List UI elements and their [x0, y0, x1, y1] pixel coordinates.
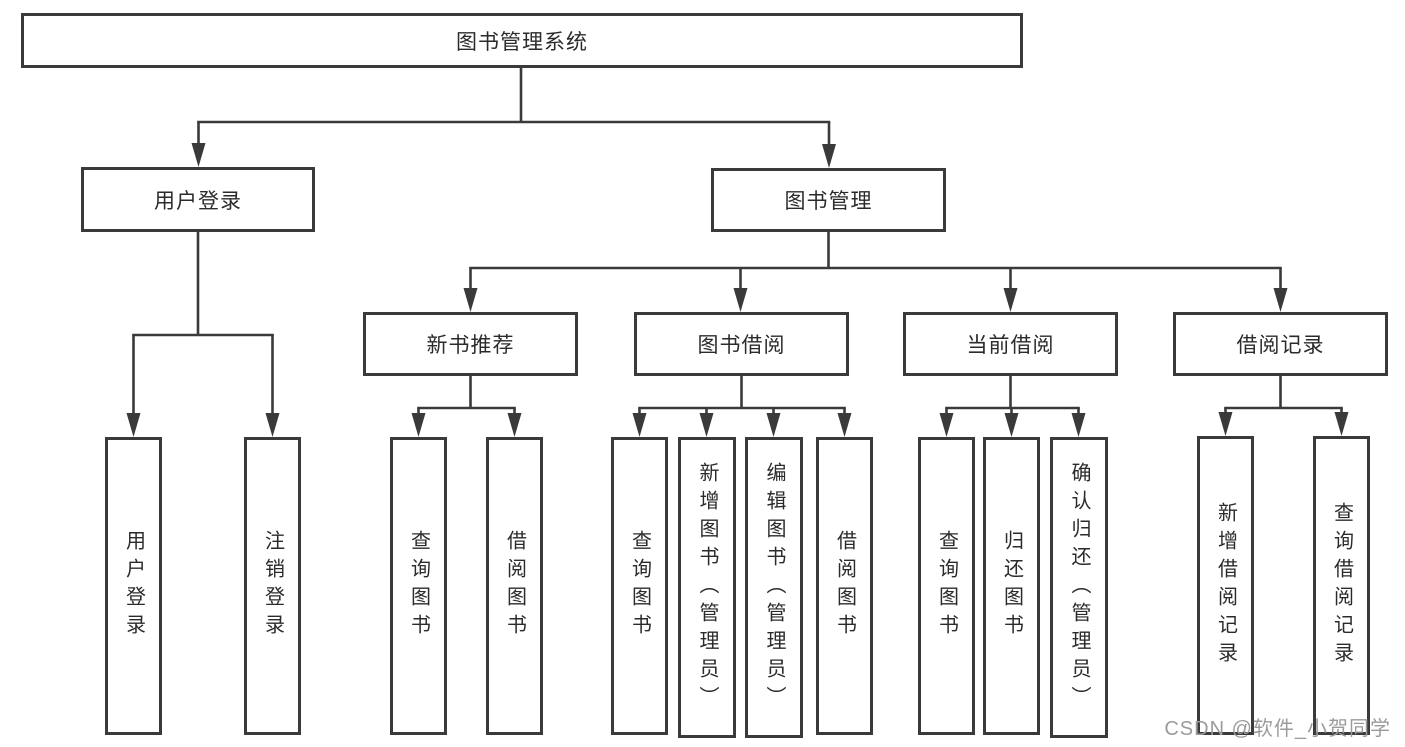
leaf-return-book: 归还图书: [983, 437, 1040, 735]
node-label: 查询图书: [935, 530, 958, 642]
node-label: 新增图书（管理员）: [696, 461, 718, 714]
node-label: 查询借阅记录: [1330, 501, 1353, 670]
node-book-management: 图书管理: [711, 168, 946, 232]
node-label: 图书借阅: [697, 334, 786, 357]
leaf-query-borrow-record: 查询借阅记录: [1313, 436, 1370, 735]
leaf-borrow-books-1: 借阅图书: [486, 437, 543, 735]
node-label: 借阅记录: [1236, 334, 1325, 357]
leaf-logout: 注销登录: [244, 437, 301, 735]
node-label: 图书管理系统: [456, 30, 588, 54]
node-borrow-records: 借阅记录: [1173, 312, 1388, 376]
node-root: 图书管理系统: [21, 13, 1023, 68]
leaf-user-login: 用户登录: [105, 437, 162, 735]
node-label: 当前借阅: [966, 334, 1055, 357]
node-label: 借阅图书: [833, 530, 856, 642]
leaf-edit-book-admin: 编辑图书（管理员）: [745, 437, 803, 738]
watermark: CSDN @软件_小贺同学: [1164, 718, 1391, 740]
leaf-borrow-books-2: 借阅图书: [816, 437, 873, 735]
node-label: 确认归还（管理员）: [1068, 461, 1090, 714]
node-label: 编辑图书（管理员）: [763, 461, 785, 714]
node-label: 归还图书: [1000, 530, 1023, 642]
node-book-borrow: 图书借阅: [634, 312, 849, 376]
node-label: 查询图书: [628, 530, 651, 642]
node-label: 新增借阅记录: [1214, 501, 1237, 670]
node-label: 用户登录: [154, 189, 242, 213]
node-new-book-recommend: 新书推荐: [363, 312, 578, 376]
leaf-add-borrow-record: 新增借阅记录: [1197, 436, 1254, 735]
leaf-confirm-return-admin: 确认归还（管理员）: [1050, 437, 1108, 738]
leaf-query-books-1: 查询图书: [390, 437, 447, 735]
leaf-add-book-admin: 新增图书（管理员）: [678, 437, 736, 738]
node-label: 查询图书: [407, 530, 430, 642]
node-user-login: 用户登录: [81, 167, 315, 232]
node-label: 用户登录: [122, 530, 145, 642]
node-label: 新书推荐: [426, 334, 515, 357]
node-current-borrow: 当前借阅: [903, 312, 1118, 376]
leaf-query-books-3: 查询图书: [918, 437, 975, 735]
node-label: 注销登录: [261, 530, 284, 642]
node-label: 图书管理: [784, 190, 873, 213]
node-label: 借阅图书: [503, 530, 526, 642]
leaf-query-books-2: 查询图书: [611, 437, 668, 735]
